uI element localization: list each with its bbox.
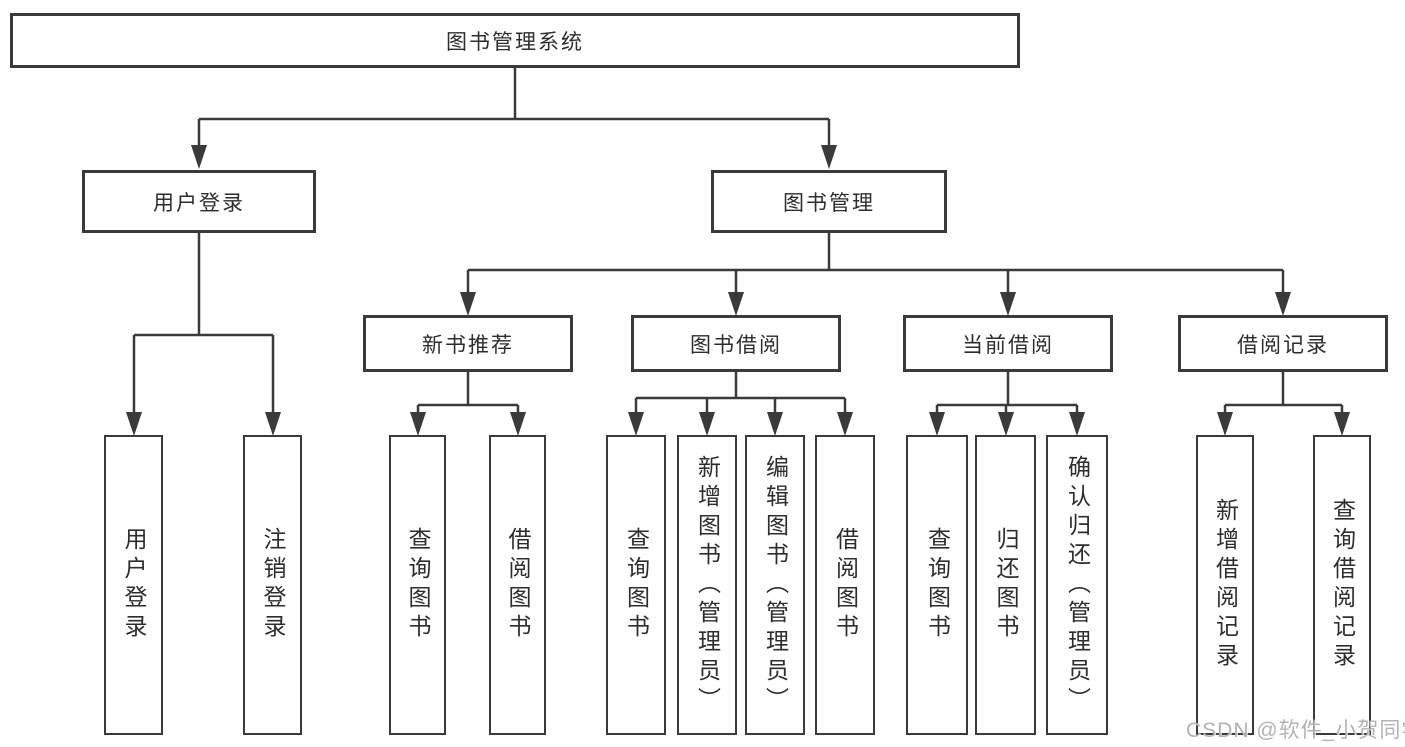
leaf-newbook-query-books: 查询图书 [389,435,446,735]
node-label: 查询图书 [623,527,650,643]
node-label: 注销登录 [260,527,286,643]
leaf-newbook-borrow-books: 借阅图书 [489,435,546,735]
node-label: 新增图书（管理员） [694,454,721,716]
node-book-borrow: 图书借阅 [631,315,841,372]
node-label: 图书借阅 [690,333,782,357]
node-current-borrow: 当前借阅 [903,315,1113,372]
leaf-confirm-return-admin: 确认归还（管理员） [1046,435,1108,735]
leaf-query-borrow-record: 查询借阅记录 [1313,435,1371,735]
node-label: 借阅图书 [832,527,859,643]
node-label: 图书管理系统 [446,30,584,54]
node-borrow-records: 借阅记录 [1178,315,1388,372]
leaf-borrow-query-books: 查询图书 [606,435,666,735]
node-label: 新增借阅记录 [1212,498,1239,672]
arrowheads [126,145,1350,436]
node-new-book-recommend: 新书推荐 [363,315,573,372]
node-label: 当前借阅 [962,333,1054,357]
leaf-user-login: 用户登录 [104,435,163,735]
node-label: 借阅记录 [1237,333,1329,357]
node-label: 借阅图书 [505,527,531,643]
node-label: 查询借阅记录 [1329,498,1356,672]
leaf-add-book-admin: 新增图书（管理员） [677,435,737,735]
node-label: 查询图书 [405,527,431,643]
leaf-edit-book-admin: 编辑图书（管理员） [745,435,805,735]
node-label: 编辑图书（管理员） [762,454,789,716]
node-label: 归还图书 [993,527,1019,643]
node-book-management: 图书管理 [711,170,947,233]
node-user-login: 用户登录 [82,170,316,233]
csdn-watermark: CSDN @软件_小贺同学 [1186,719,1405,742]
node-label: 查询图书 [924,527,951,643]
node-label: 用户登录 [121,527,147,643]
leaf-add-borrow-record: 新增借阅记录 [1196,435,1254,735]
node-label: 新书推荐 [422,333,514,357]
node-label: 图书管理 [783,191,875,215]
node-library-system: 图书管理系统 [10,13,1020,68]
node-label: 用户登录 [153,191,245,215]
leaf-return-books: 归还图书 [975,435,1036,735]
leaf-current-query-books: 查询图书 [906,435,968,735]
leaf-borrow-borrow-books: 借阅图书 [815,435,875,735]
node-label: 确认归还（管理员） [1064,454,1091,716]
leaf-logout: 注销登录 [243,435,302,735]
